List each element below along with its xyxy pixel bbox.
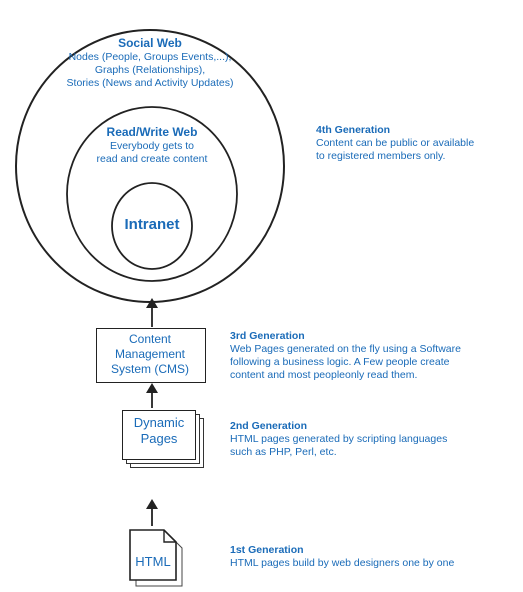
generation-1-line1: HTML pages build by web designers one by… bbox=[230, 557, 455, 570]
read-write-web-title: Read/Write Web bbox=[106, 125, 198, 139]
generation-3-line2: following a business logic. A Few people… bbox=[230, 356, 450, 369]
social-web-block: Social Web Nodes (People, Groups Events,… bbox=[40, 36, 260, 90]
social-web-line2: Graphs (Relationships), bbox=[94, 64, 206, 77]
generation-3-line1: Web Pages generated on the fly using a S… bbox=[230, 343, 461, 356]
read-write-web-line2: read and create content bbox=[96, 153, 208, 166]
generation-1-block: 1st Generation HTML pages build by web d… bbox=[230, 544, 520, 570]
generation-4-line1: Content can be public or available bbox=[316, 137, 475, 150]
generation-3-title: 3rd Generation bbox=[230, 330, 305, 342]
generation-2-line2: such as PHP, Perl, etc. bbox=[230, 446, 337, 459]
dynamic-pages-line1: Dynamic bbox=[133, 415, 185, 430]
html-page-fold bbox=[163, 530, 176, 543]
social-web-title: Social Web bbox=[118, 36, 182, 50]
arrowhead-dynamic-to-cms bbox=[146, 383, 158, 393]
cms-line3: System (CMS) bbox=[111, 362, 189, 376]
html-page-label: HTML bbox=[135, 554, 171, 569]
intranet-circle bbox=[111, 182, 193, 270]
arrowhead-html-to-dynamic bbox=[146, 499, 158, 509]
generation-4-block: 4th Generation Content can be public or … bbox=[316, 124, 516, 163]
generation-2-title: 2nd Generation bbox=[230, 420, 308, 432]
generation-4-line2: to registered members only. bbox=[316, 150, 446, 163]
dynamic-pages-line2: Pages bbox=[140, 431, 178, 447]
generation-3-line3: content and most peopleonly read them. bbox=[230, 369, 418, 382]
cms-box: Content Management System (CMS) bbox=[96, 328, 206, 383]
generation-2-line1: HTML pages generated by scripting langua… bbox=[230, 433, 448, 446]
read-write-web-line1: Everybody gets to bbox=[109, 140, 195, 152]
social-web-line1: Nodes (People, Groups Events,...), bbox=[68, 51, 232, 63]
cms-line2: Management bbox=[114, 347, 186, 361]
social-web-line3: Stories (News and Activity Updates) bbox=[66, 77, 234, 90]
arrowhead-cms-to-web bbox=[146, 298, 158, 308]
cms-line1: Content bbox=[128, 332, 172, 346]
generation-3-block: 3rd Generation Web Pages generated on th… bbox=[230, 330, 520, 383]
generation-1-title: 1st Generation bbox=[230, 544, 304, 556]
generation-2-block: 2nd Generation HTML pages generated by s… bbox=[230, 420, 520, 459]
generation-4-title: 4th Generation bbox=[316, 124, 391, 136]
intranet-label: Intranet bbox=[124, 216, 180, 233]
dynamic-pages-box: Dynamic Pages bbox=[122, 410, 196, 460]
read-write-web-block: Read/Write Web Everybody gets to read an… bbox=[82, 125, 222, 166]
